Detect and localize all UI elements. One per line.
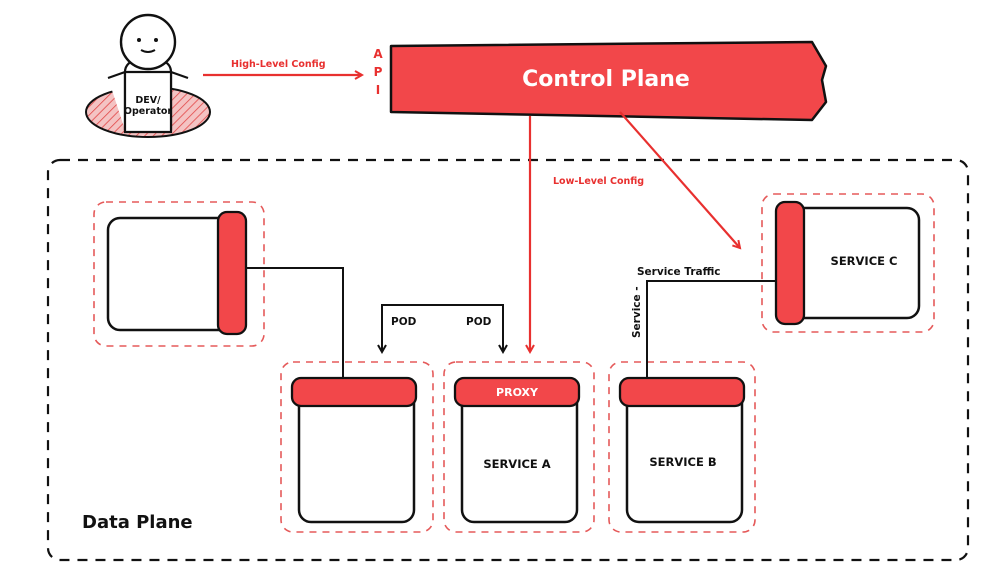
operator-actor: DEV/ Operator: [85, 13, 211, 138]
pod-left-label: POD: [391, 316, 417, 328]
high-level-config-label: High-Level Config: [231, 59, 326, 70]
data-plane-title: Data Plane: [82, 512, 193, 533]
low-level-config-arrow-service-c: [619, 111, 740, 248]
service-a-proxy: [453, 376, 581, 408]
pod-arrow-left: [382, 304, 460, 352]
pod-service-c: SERVICE C: [761, 193, 935, 333]
service-traffic-link: [646, 280, 778, 378]
operator-label-line1: DEV/: [135, 95, 161, 106]
pod-bottom-left: [280, 361, 434, 533]
service-vertical-label: Service -: [631, 286, 643, 338]
link-top-left-to-bottom-left: [246, 267, 344, 378]
person-body: [123, 70, 173, 134]
service-a-label: SERVICE A: [483, 457, 550, 471]
pod-right-label: POD: [466, 316, 492, 328]
control-plane-box[interactable]: Control Plane: [389, 40, 828, 122]
api-letter-a: A: [373, 47, 383, 61]
api-letter-i: I: [376, 83, 380, 97]
pod-top-left-proxy: [216, 210, 248, 336]
pod-arrow-right: [460, 304, 503, 352]
service-c-label: SERVICE C: [831, 254, 898, 268]
pod-top-left: [93, 201, 265, 347]
pod-service-a: PROXY SERVICE A: [443, 361, 595, 533]
pod-bottom-left-proxy: [290, 376, 418, 408]
person-head: [119, 13, 177, 71]
api-label: A P I: [373, 47, 383, 97]
service-c-proxy: [774, 200, 806, 326]
control-plane-title: Control Plane: [522, 67, 690, 92]
service-b-label: SERVICE B: [649, 455, 716, 469]
control-plane-banner: [389, 40, 828, 122]
service-b-proxy: [618, 376, 746, 408]
data-plane-boundary: [46, 158, 970, 562]
pod-service-b: SERVICE B: [608, 361, 756, 533]
proxy-label: PROXY: [496, 386, 539, 399]
service-traffic-label: Service Traffic: [637, 266, 721, 278]
pod-service-c-dashed-border: [761, 193, 935, 333]
pod-service-b-dashed-border: [608, 361, 756, 533]
low-level-config-label: Low-Level Config: [553, 176, 644, 187]
operator-label-line2: Operator: [124, 106, 172, 117]
pod-top-left-dashed-border: [93, 201, 265, 347]
api-letter-p: P: [374, 65, 383, 79]
